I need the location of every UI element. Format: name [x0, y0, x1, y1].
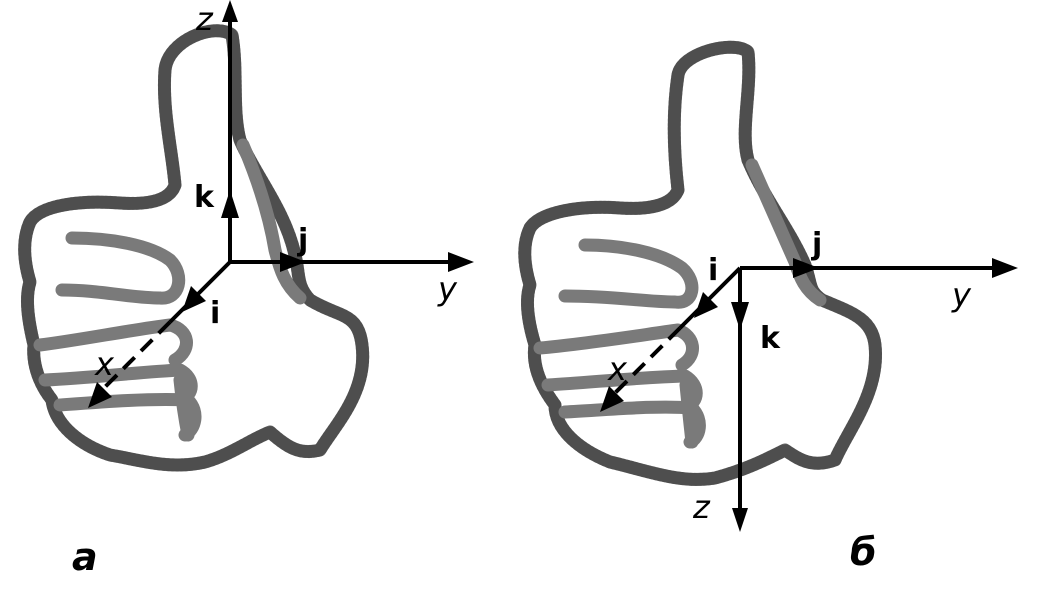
i-vector-label-a: i	[210, 296, 220, 331]
j-vector-arrowhead-b	[793, 258, 819, 278]
x-axis-label-b: x	[607, 350, 628, 388]
k-vector-arrowhead-a	[221, 190, 239, 218]
k-vector-arrowhead-b	[731, 302, 749, 330]
y-axis-label-b: y	[951, 276, 972, 314]
x-axis-label-a: x	[94, 345, 115, 383]
y-axis-label-a: y	[437, 270, 458, 308]
x-axis-b	[678, 266, 742, 330]
i-vector-label-b: i	[708, 253, 718, 288]
x-axis-a	[168, 260, 232, 324]
x-axis-dashed-b	[608, 326, 682, 400]
panel-label-b: б	[850, 530, 877, 574]
j-vector-label-a: j	[297, 223, 308, 258]
k-vector-label-b: k	[760, 321, 781, 356]
i-vector-arrowhead-a	[182, 286, 206, 312]
y-axis-arrowhead-b	[992, 258, 1018, 278]
y-axis-arrowhead-a	[448, 252, 474, 272]
panel-b: i j y k x z б	[518, 40, 1018, 574]
j-vector-label-b: j	[811, 227, 822, 262]
z-axis-label-b: z	[692, 488, 711, 526]
panel-label-a: а	[72, 535, 98, 579]
hand-outline-a	[18, 24, 370, 472]
i-vector-arrowhead-b	[694, 292, 718, 318]
x-axis-arrowhead-b	[600, 386, 624, 412]
j-vector-arrowhead-a	[280, 252, 306, 272]
z-axis-arrowhead-b	[732, 508, 748, 532]
k-vector-label-a: k	[194, 180, 215, 215]
z-axis-arrowhead-a	[222, 0, 238, 22]
x-axis-arrowhead-a	[88, 382, 112, 408]
x-axis-dashed-a	[96, 320, 172, 396]
panel-a: z k j y i x а	[18, 0, 474, 579]
hand-outline-b	[518, 40, 883, 486]
z-axis-label-a: z	[195, 0, 214, 38]
